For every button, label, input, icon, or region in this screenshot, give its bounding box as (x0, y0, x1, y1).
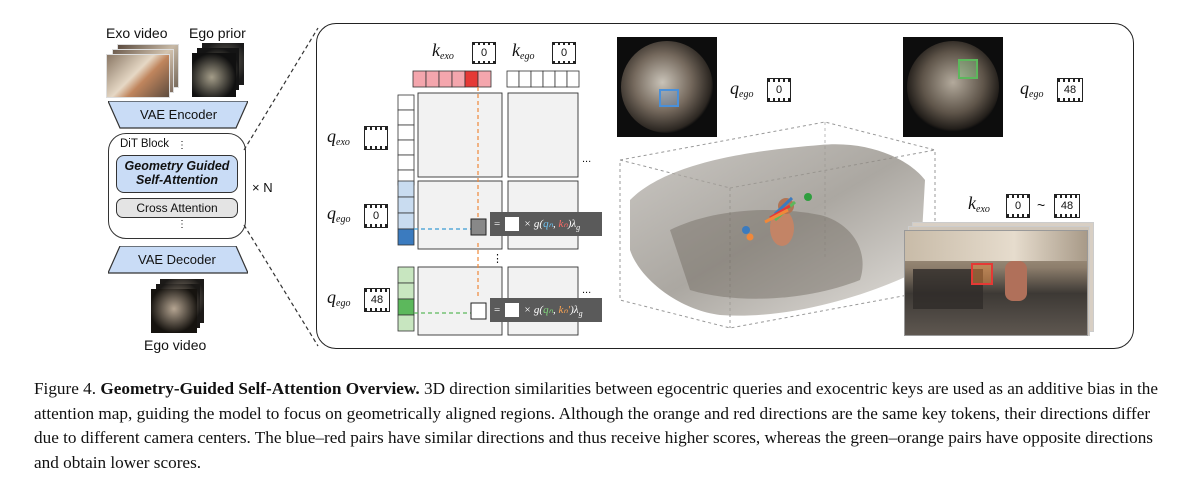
formula-box-green: = × g(qₙ, kₙ′)λg (490, 298, 602, 322)
dit-dots-bottom: ⋮ (177, 219, 187, 230)
point-cloud-scene (619, 121, 936, 329)
result-cell-grey (504, 217, 519, 232)
dit-dots-top: ⋮ (177, 140, 187, 151)
q-ego0-tokens (397, 180, 415, 246)
caption-title: Geometry-Guided Self-Attention Overview. (100, 379, 420, 398)
vae-encoder-shape (108, 101, 248, 129)
q-ego-top-frame-box: 0 (767, 78, 791, 102)
tilde-symbol: ~ (1037, 197, 1046, 213)
cross-attention-pill: Cross Attention (116, 198, 238, 218)
k-ego-tokens (506, 70, 580, 88)
dit-block-label: DiT Block (120, 138, 169, 150)
q-ego-right-frame-box: 48 (1057, 78, 1083, 102)
matrix-vdots: ⋮ (492, 253, 503, 265)
k-exo-scene-label: kexo (968, 193, 990, 215)
ggsa-pill: Geometry Guided Self-Attention (116, 155, 238, 193)
result-cell-white (504, 303, 519, 318)
ego-frame-48-image (903, 37, 1003, 137)
q-ego-0-frame-box: 0 (364, 204, 388, 228)
q-ego-48-label: qego (327, 287, 351, 309)
q-exo-label: qexo (327, 126, 350, 148)
k-exo-scene-frame-a: 0 (1006, 194, 1030, 218)
k-exo-scene-frame-b: 48 (1054, 194, 1080, 218)
ego-video-label: Ego video (144, 337, 207, 353)
ggsa-line1: Geometry Guided (124, 159, 230, 173)
q-exo-frame-box (364, 126, 388, 150)
q-ego48-tokens (397, 266, 415, 332)
vae-decoder-shape (108, 246, 248, 274)
formula-box-blue: = × g(qₙ, kₙ)λg (490, 212, 602, 236)
exo-highlight-box (971, 263, 993, 285)
k-exo-label: kexo (432, 40, 454, 62)
vae-decoder-label: VAE Decoder (138, 252, 216, 267)
exo-frame-image (904, 230, 1088, 336)
times-n-label: × N (252, 180, 273, 195)
k-ego-frame-box: 0 (552, 42, 576, 64)
caption-prefix: Figure 4. (34, 379, 101, 398)
matrix-ellipsis-1: ... (582, 153, 592, 165)
ego-prior-label: Ego prior (189, 25, 246, 41)
caption-body: 3D direction similarities between egocen… (34, 379, 1159, 472)
q-ego-right-label: qego (1020, 78, 1044, 100)
q-ego-0-label: qego (327, 203, 351, 225)
q-ego-48-frame-box: 48 (364, 288, 390, 312)
vae-encoder-label: VAE Encoder (140, 107, 218, 122)
q-ego-top-label: qego (730, 78, 754, 100)
k-ego-label: kego (512, 40, 535, 62)
matrix-ellipsis-2: ... (582, 284, 592, 296)
k-exo-tokens (412, 70, 492, 88)
ego-frame-0-image (617, 37, 717, 137)
ggsa-line2: Self-Attention (136, 173, 218, 187)
exo-video-label: Exo video (106, 25, 168, 41)
figure-caption: Figure 4. Geometry-Guided Self-Attention… (34, 377, 1169, 475)
q-exo-tokens (397, 94, 415, 186)
k-exo-frame-box: 0 (472, 42, 496, 64)
